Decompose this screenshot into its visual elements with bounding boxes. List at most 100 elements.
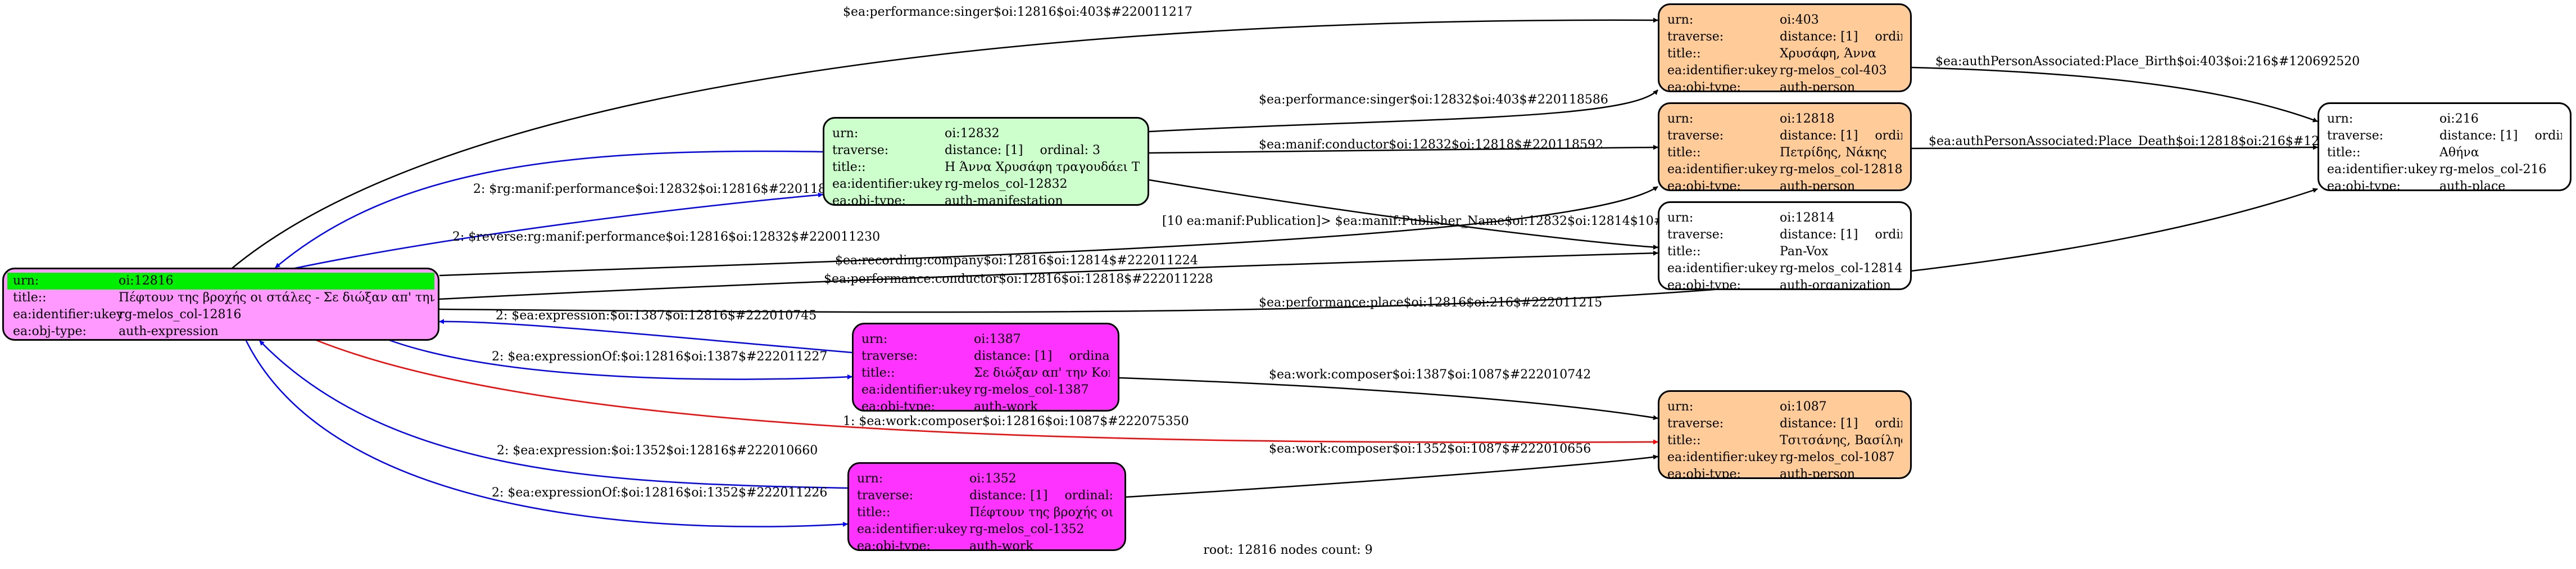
row-ordinal: ordinal: 3 — [1040, 143, 1101, 157]
row-key: urn: — [857, 472, 883, 486]
node-row-traverse: traverse:distance: [1]ordinal: 1 — [857, 487, 1117, 504]
node-row-type: ea:obj-type:auth-person — [1667, 178, 1902, 189]
edge-label: $ea:manif:conductor$oi:12832$oi:12818$#2… — [1259, 138, 1603, 152]
row-value: auth-work — [969, 539, 1033, 551]
edge-12816-12814-recording — [439, 250, 1658, 300]
row-key: ea:identifier:ukey — [1667, 162, 1778, 177]
row-key: title:: — [857, 505, 891, 520]
edge-label: 2: $reverse:rg:manif:performance$oi:1281… — [452, 230, 880, 244]
row-key: urn: — [1667, 400, 1694, 414]
row-value: oi:1387 — [974, 332, 1021, 346]
node-row-traverse: traverse: distance: [1] ordinal: 4 — [1667, 227, 1902, 243]
edge-1387-1087-composer — [1119, 377, 1658, 421]
edge-label: 2: $ea:expression:$oi:1352$oi:12816$#222… — [497, 444, 818, 458]
edge-12832-12814-publisher — [1149, 179, 1658, 250]
row-ordinal: ordinal: 6 — [1875, 129, 1902, 143]
row-key: title:: — [1667, 433, 1701, 448]
node-row-type: ea:obj-type:auth-place — [2327, 178, 2562, 189]
node-row-urn: urn:oi:403 — [1667, 12, 1902, 29]
node-row-title: title:: Πέφτουν της βροχής οι στάλες - Σ… — [7, 290, 434, 306]
node-row-title: title::Σε διώξαν απ' την Κοκκινιά — [861, 365, 1110, 382]
edge-12816-216-place — [439, 188, 2318, 313]
node-12832[interactable]: urn:oi:12832 traverse:distance: [1]ordin… — [823, 117, 1149, 206]
row-key: ea:obj-type: — [857, 539, 931, 551]
node-row-traverse: traverse:distance: [1]ordinal: 7 — [1667, 416, 1902, 432]
node-row-traverse: traverse:distance: [1]ordinal: 2 — [861, 348, 1110, 365]
node-403[interactable]: urn:oi:403 traverse: distance: [1] ordinal… — [1658, 3, 1912, 92]
node-12816[interactable]: urn: oi:12816 title:: Πέφτουν της βροχής… — [2, 268, 439, 341]
row-value: rg-melos_col-1352 — [969, 522, 1085, 536]
row-value: Η Άννα Χρυσάφη τραγουδάει Τσιτσάνη — [945, 160, 1140, 174]
row-value: oi:403 — [1780, 13, 1819, 27]
edge-12816-12832-reverse-performance — [292, 192, 823, 270]
node-row-urn: urn: oi:12832 — [832, 125, 1140, 142]
node-216[interactable]: urn:oi:216 traverse: distance: [1] ordinal… — [2318, 102, 2572, 191]
row-ordinal: ordinal: 5 — [2534, 129, 2562, 143]
row-value: auth-person — [1780, 467, 1856, 479]
row-key: urn: — [2327, 112, 2353, 126]
node-row-type: ea:obj-type:auth-work — [861, 399, 1110, 412]
edge-12832-12816-performance — [275, 150, 823, 268]
edge-403-216-birth — [1911, 66, 2318, 123]
row-key: traverse: — [2327, 129, 2384, 143]
row-value: auth-organization — [1780, 278, 1891, 290]
row-value: Αθήνα — [2439, 146, 2479, 160]
row-ordinal: ordinal: 8 — [1875, 30, 1902, 44]
row-key: title:: — [1667, 47, 1701, 61]
node-1087[interactable]: urn:oi:1087 traverse:distance: [1]ordina… — [1658, 390, 1912, 479]
edge-label: $ea:work:composer$oi:1387$oi:1087$#22201… — [1269, 368, 1591, 382]
edge-12818-216-death — [1911, 144, 2318, 150]
row-key: ea:obj-type: — [1667, 467, 1741, 479]
row-value: distance: [1] — [945, 143, 1023, 157]
node-row-urn: urn:oi:12818 — [1667, 111, 1902, 128]
row-key: ea:obj-type: — [861, 400, 935, 412]
node-row-urn: urn:oi:1087 — [1667, 399, 1902, 416]
row-key: ea:identifier:ukey — [13, 308, 124, 322]
row-value: oi:12814 — [1780, 211, 1835, 225]
node-row-title: title::Τσιτσάνης, Βασίλης — [1667, 432, 1902, 449]
node-row-urn: urn:oi:216 — [2327, 111, 2562, 128]
node-12814[interactable]: urn: oi:12814 traverse: distance: [1] ordin… — [1658, 201, 1912, 290]
row-key: ea:identifier:ukey — [861, 383, 972, 397]
edge-label: $ea:performance:place$oi:12816$oi:216$#2… — [1259, 296, 1602, 310]
row-key: title:: — [1667, 245, 1701, 259]
row-key: traverse: — [1667, 30, 1724, 44]
row-key: traverse: — [857, 489, 914, 503]
node-row-title: title::Πέφτουν της βροχής οι στάλες — [857, 504, 1117, 521]
edge-12832-403-singer — [1149, 89, 1658, 133]
row-key: traverse: — [1667, 228, 1724, 242]
row-value: distance: [1] — [1780, 30, 1858, 44]
row-key: urn: — [832, 127, 859, 141]
row-value: rg-melos_col-12832 — [945, 177, 1068, 191]
edge-12816-1352-expressionOf — [245, 340, 848, 527]
row-value: oi:12832 — [945, 127, 1000, 141]
node-row-urn: urn:oi:1387 — [861, 331, 1110, 348]
node-row-type: ea:obj-type:auth-organization — [1667, 277, 1902, 290]
edge-label: 2: $ea:expressionOf:$oi:12816$oi:1352$#2… — [492, 486, 827, 500]
node-1352[interactable]: urn:oi:1352 traverse:distance: [1]ordina… — [847, 462, 1126, 551]
row-value: distance: [1] — [2439, 129, 2518, 143]
row-value: rg-melos_col-1387 — [974, 383, 1089, 397]
node-row-traverse: traverse:distance: [1]ordinal: 3 — [832, 142, 1140, 159]
node-row-title: title::Χρυσάφη, Άννα — [1667, 46, 1902, 62]
row-value: Pan-Vox — [1780, 245, 1829, 259]
row-key: title:: — [13, 291, 47, 305]
node-1387[interactable]: urn:oi:1387 traverse:distance: [1]ordina… — [852, 323, 1119, 412]
node-row-type: ea:obj-type: auth-person — [1667, 466, 1902, 479]
node-row-title: title::Η Άννα Χρυσάφη τραγουδάει Τσιτσάν… — [832, 159, 1140, 176]
node-row-title: title::Αθήνα — [2327, 144, 2562, 161]
row-value: oi:12818 — [1780, 112, 1835, 126]
node-12818[interactable]: urn:oi:12818 traverse:distance: [1]ordin… — [1658, 102, 1912, 191]
edge-1352-12816-expression — [259, 340, 848, 489]
row-value: rg-melos_col-12818 — [1780, 162, 1902, 177]
node-row-ukey: ea:identifier:ukey rg-melos_col-12816 — [7, 306, 434, 323]
row-ordinal: ordinal: 4 — [1875, 228, 1902, 242]
row-key: urn: — [1667, 211, 1694, 225]
row-key: traverse: — [1667, 129, 1724, 143]
row-value: Πέφτουν της βροχής οι στάλες - Σε διώξαν… — [119, 291, 434, 305]
row-value: distance: [1] — [1780, 228, 1858, 242]
row-value: Πετρίδης, Νάκης — [1780, 146, 1887, 160]
